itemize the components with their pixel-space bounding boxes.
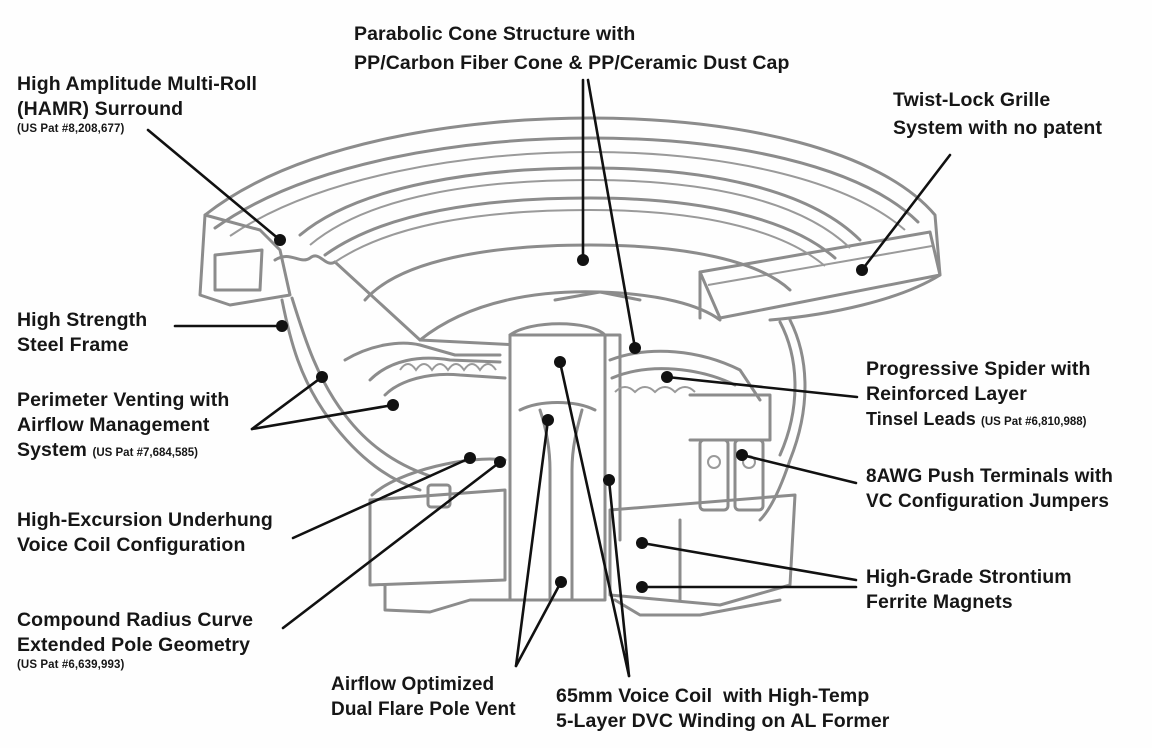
label-line: Ferrite Magnets: [866, 591, 1013, 613]
grille-ring: [203, 116, 942, 322]
label-voice-coil: 65mm Voice Coil with High-Temp 5-Layer D…: [556, 684, 889, 734]
label-line: Extended Pole Geometry: [17, 634, 251, 656]
label-cone-structure: Parabolic Cone Structure with PP/Carbon …: [354, 22, 789, 76]
dot-pole: [494, 456, 506, 468]
label-underhung-voice-coil: High-Excursion Underhung Voice Coil Conf…: [17, 508, 273, 558]
label-steel-frame: High Strength Steel Frame: [17, 308, 147, 358]
label-line: System with no patent: [893, 117, 1103, 139]
leader-pole: [281, 460, 502, 630]
callout-dots: [274, 234, 868, 593]
surround-rings: [298, 166, 862, 267]
label-line: Steel Frame: [17, 334, 129, 356]
label-line: Tinsel Leads: [866, 409, 976, 429]
label-line: High-Excursion Underhung: [17, 509, 273, 531]
label-line: Airflow Optimized: [331, 674, 495, 695]
label-line: (HAMR) Surround: [17, 98, 184, 120]
label-push-terminals: 8AWG Push Terminals with VC Configuratio…: [866, 464, 1113, 514]
dot-polevent-b: [555, 576, 567, 588]
label-line: Reinforced Layer: [866, 383, 1027, 405]
patent-number: (US Pat #7,684,585): [92, 447, 198, 459]
label-line: VC Configuration Jumpers: [866, 491, 1110, 512]
terminals: [698, 438, 765, 512]
label-line: Twist-Lock Grille: [893, 89, 1051, 111]
dot-polevent-a: [542, 414, 554, 426]
label-line: 8AWG Push Terminals with: [866, 466, 1113, 487]
patent-number: (US Pat #6,810,988): [981, 416, 1087, 428]
leader-hamr: [146, 128, 282, 242]
dot-spider: [661, 371, 673, 383]
leader-vc-b: [607, 478, 631, 678]
dot-venting-a: [316, 371, 328, 383]
leader-cone-b: [586, 78, 637, 350]
dot-dustcap: [629, 342, 641, 354]
leader-vc-a: [558, 360, 631, 678]
dot-cone: [577, 254, 589, 266]
label-line: Voice Coil Configuration: [17, 534, 246, 556]
dot-grille: [856, 264, 868, 276]
dot-hamr: [274, 234, 286, 246]
leader-lines: [146, 78, 952, 678]
label-line: High Amplitude Multi-Roll: [17, 73, 258, 95]
spider-right: [608, 349, 772, 442]
label-line: Progressive Spider with: [866, 358, 1091, 380]
label-line: Compound Radius Curve: [17, 609, 254, 631]
dot-venting-b: [387, 399, 399, 411]
label-line: Airflow Management: [17, 414, 210, 436]
label-pole-vent: Airflow Optimized Dual Flare Pole Vent: [331, 672, 516, 722]
leader-venting-b: [250, 403, 395, 431]
label-line: Dual Flare Pole Vent: [331, 699, 516, 720]
dot-magnet-a: [636, 537, 648, 549]
right-frame-section: [758, 318, 807, 522]
leader-terminals: [740, 453, 858, 485]
label-grille-system: Twist-Lock Grille System with no patent: [893, 88, 1102, 141]
dot-vc-a: [554, 356, 566, 368]
label-ferrite-magnets: High-Grade Strontium Ferrite Magnets: [866, 565, 1072, 615]
leader-polevent-b: [514, 580, 563, 668]
patent-number: (US Pat #6,639,993): [17, 659, 125, 671]
leader-underhung: [291, 456, 472, 540]
dot-terminals: [736, 449, 748, 461]
label-line: 65mm Voice Coil with High-Temp: [556, 685, 870, 707]
dot-vc-b: [603, 474, 615, 486]
label-hamr-surround: High Amplitude Multi-Roll (HAMR) Surroun…: [17, 72, 257, 136]
dot-frame: [276, 320, 288, 332]
leader-spider: [665, 375, 859, 399]
patent-number: (US Pat #8,208,677): [17, 123, 125, 135]
label-line: Perimeter Venting with: [17, 389, 230, 411]
label-progressive-spider: Progressive Spider with Reinforced Layer…: [866, 357, 1090, 435]
label-line: High-Grade Strontium: [866, 566, 1072, 588]
left-frame-section: [198, 213, 522, 492]
leader-polevent-a: [514, 418, 550, 668]
leader-venting-a: [250, 375, 324, 431]
label-line: Parabolic Cone Structure with: [354, 23, 636, 45]
dot-magnet-b: [636, 581, 648, 593]
leader-magnet-a: [640, 541, 858, 582]
spider-left: [343, 341, 507, 397]
label-line: System: [17, 439, 87, 461]
label-extended-pole: Compound Radius Curve Extended Pole Geom…: [17, 608, 253, 672]
label-line: 5-Layer DVC Winding on AL Former: [556, 710, 890, 732]
dot-underhung: [464, 452, 476, 464]
label-line: PP/Carbon Fiber Cone & PP/Ceramic Dust C…: [354, 52, 790, 74]
label-line: High Strength: [17, 309, 148, 331]
magnet-left: [368, 457, 512, 614]
label-perimeter-venting: Perimeter Venting with Airflow Managemen…: [17, 388, 229, 466]
mount-bolt: [426, 483, 452, 509]
leader-grille: [860, 153, 952, 272]
